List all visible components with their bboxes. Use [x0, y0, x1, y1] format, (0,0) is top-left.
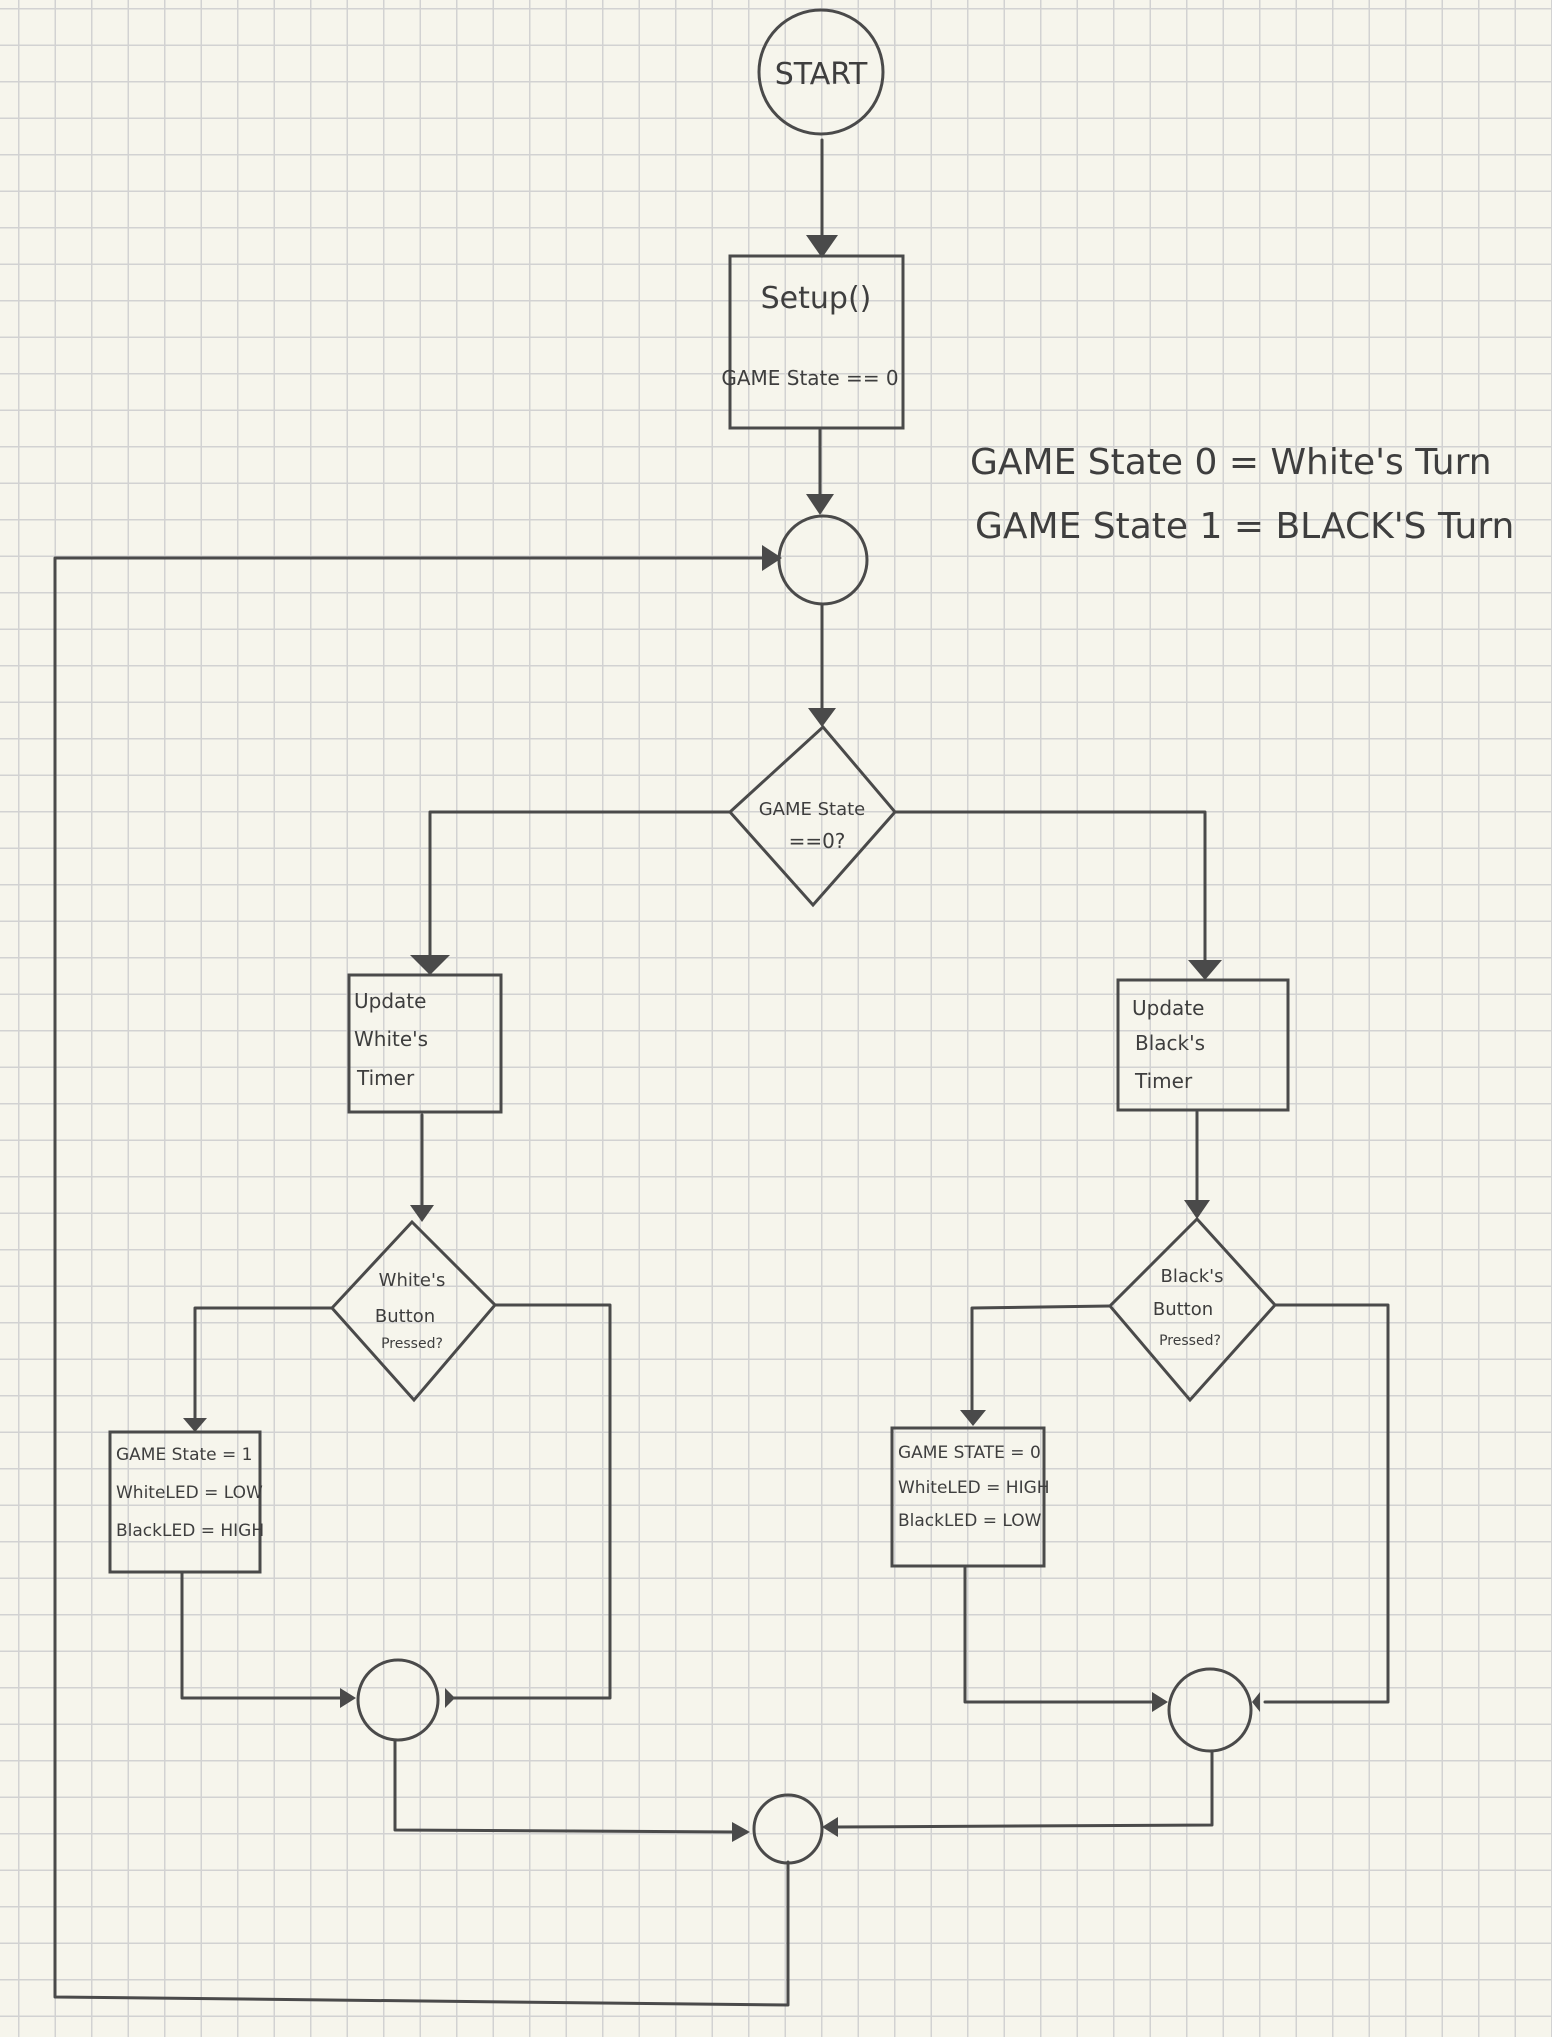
arrowhead-bottom-right	[822, 1817, 838, 1837]
update-black-line3: Timer	[1134, 1069, 1193, 1093]
black-action-line2: WhiteLED = HIGH	[898, 1478, 1050, 1498]
white-action-box	[108, 1430, 262, 1574]
white-merge-circle	[356, 1658, 440, 1742]
edge-decision-to-update-black	[893, 810, 1207, 962]
update-white-line2: White's	[354, 1027, 428, 1051]
edge-black-no	[1263, 1303, 1390, 1704]
white-button-line1: White's	[379, 1270, 446, 1291]
white-action-line3: BlackLED = HIGH	[116, 1521, 264, 1541]
edge-white-merge-to-bottom	[393, 1738, 737, 1834]
arrowhead-white-merge-left	[340, 1688, 356, 1708]
arrowhead-loop-back	[762, 545, 782, 571]
legend-line-1: GAME State 0 = White's Turn	[970, 442, 1492, 483]
arrowhead-update-black	[1188, 960, 1222, 980]
edge-white-yes	[193, 1306, 334, 1420]
update-black-line1: Update	[1132, 996, 1204, 1020]
white-action-line2: WhiteLED = LOW	[116, 1483, 263, 1503]
arrowhead-white-button	[410, 1205, 434, 1222]
edge-black-merge-to-bottom	[833, 1750, 1214, 1829]
setup-box	[728, 254, 905, 430]
black-button-line1: Black's	[1160, 1266, 1223, 1287]
arrowhead-white-merge-right	[445, 1688, 455, 1708]
white-action-line1: GAME State = 1	[116, 1445, 252, 1465]
white-button-line2: Button	[375, 1306, 435, 1327]
setup-label-line1: Setup()	[761, 281, 872, 316]
black-button-line3: Pressed?	[1159, 1333, 1221, 1349]
update-black-line2: Black's	[1135, 1031, 1205, 1055]
legend: GAME State 0 = White's Turn GAME State 1…	[970, 442, 1514, 547]
arrowhead-setup-to-junction	[806, 494, 834, 515]
game-state-diamond	[727, 724, 897, 908]
game-state-decision: GAME State ==0?	[727, 724, 897, 908]
arrowhead-black-action	[960, 1410, 986, 1426]
edge-white-no	[448, 1303, 612, 1700]
arrowhead-white-action	[183, 1418, 207, 1432]
setup-label-line2: GAME State == 0	[721, 366, 898, 390]
update-black-box	[1116, 978, 1290, 1112]
white-action-node: GAME State = 1 WhiteLED = LOW BlackLED =…	[108, 1430, 264, 1574]
bottom-junction-circle	[752, 1793, 824, 1865]
arrowhead-bottom-left	[732, 1822, 750, 1842]
edge-loop-back	[53, 556, 790, 2007]
update-black-node: Update Black's Timer	[1116, 978, 1290, 1112]
black-button-diamond	[1107, 1216, 1278, 1403]
arrowhead-black-merge-right	[1252, 1692, 1260, 1712]
edge-decision-to-update-white	[428, 810, 732, 957]
setup-node: Setup() GAME State == 0	[721, 254, 905, 430]
white-button-diamond	[329, 1219, 498, 1403]
arrowhead-update-white	[410, 955, 450, 975]
update-white-line1: Update	[354, 989, 426, 1013]
legend-line-2: GAME State 1 = BLACK'S Turn	[975, 506, 1514, 547]
black-merge-circle	[1167, 1667, 1253, 1753]
decision-label-line1: GAME State	[759, 799, 866, 820]
arrowhead-black-button	[1184, 1200, 1210, 1219]
white-button-line3: Pressed?	[381, 1336, 443, 1352]
top-junction-circle	[777, 514, 869, 606]
white-button-decision: White's Button Pressed?	[329, 1219, 498, 1403]
update-white-box	[347, 973, 503, 1114]
update-white-node: Update White's Timer	[347, 973, 503, 1114]
connectors	[53, 138, 1390, 2007]
edge-black-action-to-merge	[963, 1564, 1157, 1704]
update-white-line3: Timer	[356, 1066, 415, 1090]
start-label: START	[775, 57, 868, 92]
black-button-line2: Button	[1153, 1299, 1213, 1320]
black-action-box	[890, 1426, 1046, 1568]
edge-white-action-to-merge	[180, 1570, 347, 1700]
arrowhead-black-merge-left	[1152, 1692, 1168, 1712]
decision-label-line2: ==0?	[789, 829, 846, 853]
edge-black-yes	[970, 1304, 1112, 1412]
black-action-line1: GAME STATE = 0	[898, 1443, 1041, 1463]
black-action-node: GAME STATE = 0 WhiteLED = HIGH BlackLED …	[890, 1426, 1050, 1568]
start-circle	[757, 8, 885, 136]
black-action-line3: BlackLED = LOW	[898, 1511, 1042, 1531]
arrowhead-junction-to-decision	[808, 708, 836, 727]
black-button-decision: Black's Button Pressed?	[1107, 1216, 1278, 1403]
arrowhead-start-to-setup	[806, 235, 838, 258]
start-node: START	[757, 8, 885, 136]
